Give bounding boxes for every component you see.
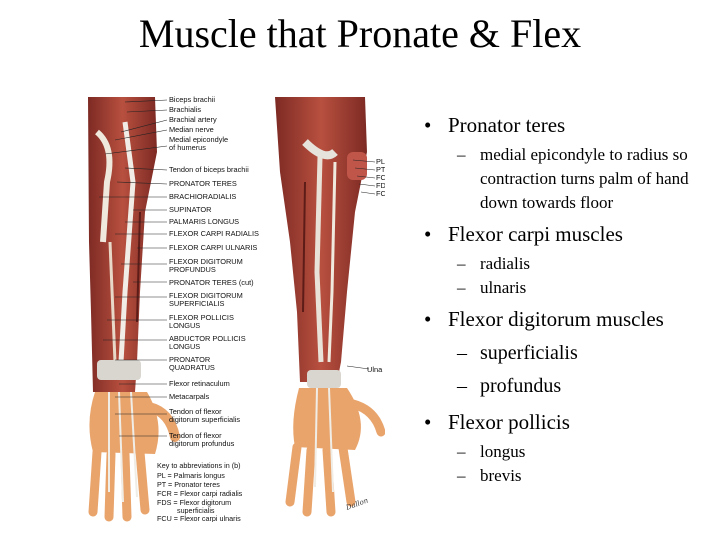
right-leader-lines — [346, 159, 376, 370]
sub-bullet-radialis: radialis — [420, 252, 715, 276]
bullet-list: Pronator teres medial epicondyle to radi… — [420, 112, 715, 494]
right-labels: PL PT FCR FDS FCU Ulna — [367, 157, 385, 374]
label-tendon-biceps: Tendon of biceps brachii — [169, 165, 249, 174]
label-metacarpals: Metacarpals — [169, 392, 210, 401]
label-digitorum-superficialis: digitorum superficialis — [169, 415, 240, 424]
label-fcr: FCR — [376, 173, 385, 182]
slide-title: Muscle that Pronate & Flex — [138, 11, 582, 56]
sub-bullet-longus: longus — [420, 440, 715, 464]
label-pronator: PRONATOR — [169, 355, 210, 364]
key-row-pt: PT = Pronator teres — [157, 480, 220, 489]
left-forearm-drawing — [88, 97, 180, 522]
key-title: Key to abbreviations in (b) — [157, 461, 241, 470]
sub-bullet-brevis: brevis — [420, 464, 715, 488]
label-longus-2: LONGUS — [169, 342, 200, 351]
label-flexor-retinaculum: Flexor retinaculum — [169, 379, 230, 388]
label-digitorum-profundus: digitorum profundus — [169, 439, 235, 448]
label-quadratus: QUADRATUS — [169, 363, 215, 372]
label-pronator-teres: PRONATOR TERES — [169, 179, 237, 188]
key-row-fcr: FCR = Flexor carpi radialis — [157, 489, 243, 498]
sub-flexor-digitorum: superficialis profundus — [420, 337, 715, 403]
label-biceps-brachii: Biceps brachii — [169, 95, 215, 104]
forearm-anatomy-figure: Biceps brachii Brachialis Brachial arter… — [85, 92, 385, 522]
label-palmaris-longus: PALMARIS LONGUS — [169, 217, 239, 226]
sub-bullet-pronator-desc: medial epicondyle to radius so contracti… — [420, 143, 715, 215]
label-pt: PT — [376, 165, 385, 174]
sub-flexor-pollicis: longus brevis — [420, 440, 715, 488]
bullet-pronator-teres: Pronator teres — [420, 112, 715, 139]
label-median-nerve: Median nerve — [169, 125, 214, 134]
label-tendon-fds: Tendon of flexor — [169, 407, 222, 416]
label-pronator-teres-cut: PRONATOR TERES (cut) — [169, 278, 254, 287]
label-pl: PL — [376, 157, 385, 166]
bullet-flexor-carpi: Flexor carpi muscles — [420, 221, 715, 248]
forearm-illustration: Biceps brachii Brachialis Brachial arter… — [88, 95, 385, 522]
label-superficialis: SUPERFICIALIS — [169, 299, 225, 308]
label-flexor-carpi-ulnaris: FLEXOR CARPI ULNARIS — [169, 243, 257, 252]
label-ulna: Ulna — [367, 365, 383, 374]
sub-pronator-teres: medial epicondyle to radius so contracti… — [420, 143, 715, 215]
label-brachial-artery: Brachial artery — [169, 115, 217, 124]
label-fcu: FCU — [376, 189, 385, 198]
label-supinator: SUPINATOR — [169, 205, 211, 214]
label-medial-epicondyle: Medial epicondyle — [169, 135, 228, 144]
label-of-humerus: of humerus — [169, 143, 206, 152]
label-leader-lines — [99, 99, 168, 437]
label-brachioradialis: BRACHIORADIALIS — [169, 192, 236, 201]
sub-bullet-ulnaris: ulnaris — [420, 276, 715, 300]
sub-bullet-profundus: profundus — [420, 370, 715, 403]
label-fds: FDS — [376, 181, 385, 190]
abbreviation-key: Key to abbreviations in (b) PL = Palmari… — [157, 461, 243, 522]
key-row-fds-cont: superficialis — [157, 506, 215, 515]
label-brachialis: Brachialis — [169, 105, 201, 114]
label-flexor-carpi-radialis: FLEXOR CARPI RADIALIS — [169, 229, 259, 238]
label-flexor-pollicis: FLEXOR POLLICIS — [169, 313, 234, 322]
label-longus: LONGUS — [169, 321, 200, 330]
sub-flexor-carpi: radialis ulnaris — [420, 252, 715, 300]
bullet-flexor-pollicis: Flexor pollicis — [420, 409, 715, 436]
label-flexor-digitorum-2: FLEXOR DIGITORUM — [169, 291, 243, 300]
left-labels: Biceps brachii Brachialis Brachial arter… — [169, 95, 259, 448]
bullet-flexor-digitorum: Flexor digitorum muscles — [420, 306, 715, 333]
key-row-pl: PL = Palmaris longus — [157, 471, 225, 480]
right-forearm-drawing — [275, 97, 385, 517]
label-profundus: PROFUNDUS — [169, 265, 216, 274]
sub-bullet-superficialis: superficialis — [420, 337, 715, 370]
label-flexor-digitorum: FLEXOR DIGITORUM — [169, 257, 243, 266]
key-row-fds: FDS = Flexor digitorum — [157, 498, 231, 507]
label-abductor-pollicis: ABDUCTOR POLLICIS — [169, 334, 246, 343]
label-tendon-fdp: Tendon of flexor — [169, 431, 222, 440]
key-row-fcu: FCU = Flexor carpi ulnaris — [157, 514, 241, 522]
